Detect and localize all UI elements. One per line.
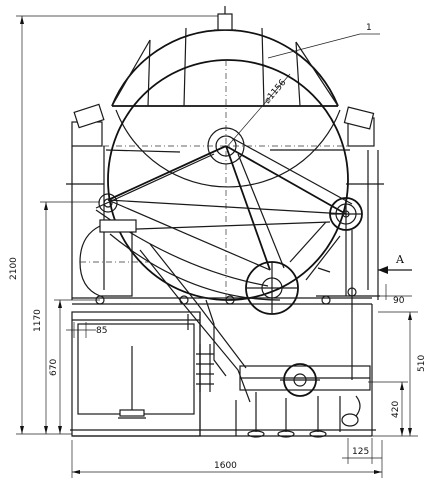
dim-label-85: 85 <box>96 326 107 336</box>
dim-label-420: 420 <box>391 401 401 418</box>
dim-label-125: 125 <box>352 447 369 457</box>
dimension-670 <box>54 299 100 434</box>
dimension-510 <box>378 311 418 436</box>
view-a-label: A <box>395 253 405 266</box>
main-rotor <box>90 59 370 301</box>
counterweight-lever <box>118 346 146 419</box>
lower-feet <box>247 392 361 438</box>
radial-arms <box>95 137 353 301</box>
dimension-420 <box>368 381 418 437</box>
upper-frame <box>66 103 384 300</box>
left-pulley <box>98 193 118 213</box>
view-a-arrow <box>378 266 412 274</box>
dim-label-1170: 1170 <box>33 309 43 332</box>
drum-housing <box>111 27 341 188</box>
lower-pulley <box>280 363 320 397</box>
dimension-85 <box>66 322 96 338</box>
dimension-125 <box>342 438 382 464</box>
control-studs <box>196 344 214 392</box>
center-pulley <box>245 261 299 315</box>
base-cabinet <box>70 304 376 437</box>
dim-label-2100: 2100 <box>9 257 19 280</box>
left-housing <box>79 219 150 297</box>
diameter-leader <box>225 73 291 149</box>
dim-label-670: 670 <box>49 359 59 376</box>
callout-1-leader <box>267 33 380 59</box>
callout-1: 1 <box>366 23 372 33</box>
top-cap <box>214 6 236 31</box>
dimension-total-height <box>16 15 230 435</box>
dim-label-90: 90 <box>393 296 405 306</box>
diameter-label: ⌀1156 <box>263 78 289 106</box>
dimension-1600 <box>71 440 383 478</box>
linkage <box>139 221 353 403</box>
dim-label-510: 510 <box>417 355 427 372</box>
right-pulley <box>329 197 363 231</box>
dimension-1170 <box>40 201 100 434</box>
dim-label-1600: 1600 <box>214 461 237 471</box>
